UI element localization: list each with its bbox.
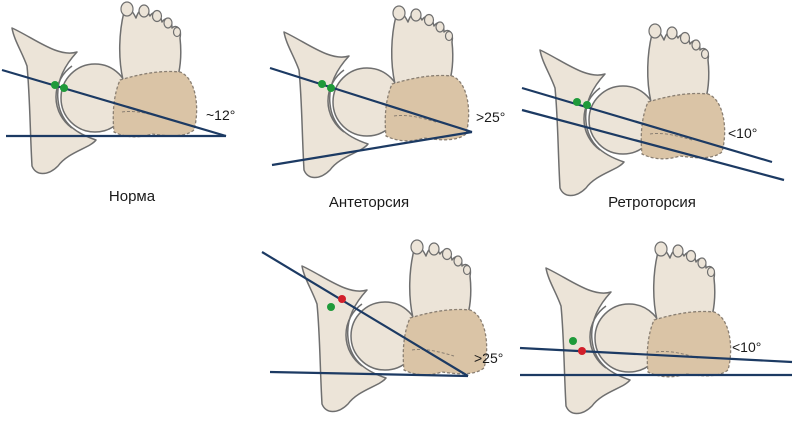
head-dot-1 — [51, 81, 59, 89]
hip-foot-illustration — [283, 5, 470, 179]
panel-caption: Норма — [109, 188, 156, 205]
femoral-neck-axis — [269, 66, 473, 134]
angle-label: <10° — [728, 125, 757, 141]
head-dot-2 — [327, 84, 335, 92]
head-dot-2 — [583, 101, 591, 109]
hip-foot-illustration — [11, 1, 198, 175]
panel-antetorsia: >25° Антеторсия — [269, 5, 505, 211]
panel-caption: Антеторсия — [329, 194, 409, 211]
panel-antetorsia-corrected: >25° — [261, 239, 503, 413]
hip-foot-illustration — [545, 241, 732, 415]
panel-norma: ~12° Норма — [1, 1, 235, 205]
knee-axis — [521, 108, 785, 182]
head-dot-2 — [60, 84, 68, 92]
angle-label: >25° — [474, 350, 503, 366]
head-dot-1 — [318, 80, 326, 88]
femoral-neck-axis — [261, 251, 469, 377]
knee-axis — [269, 370, 469, 378]
angle-label: ~12° — [206, 107, 235, 123]
hip-foot-illustration — [301, 239, 488, 413]
femoral-neck-axis — [521, 86, 773, 164]
head-dot-green — [327, 303, 335, 311]
head-dot-red — [338, 295, 346, 303]
head-dot-red — [578, 347, 586, 355]
knee-axis — [271, 130, 473, 167]
panel-retrotorsia: <10° Ретроторсия — [521, 23, 785, 211]
panel-retrotorsia-corrected: <10° — [519, 241, 793, 415]
femoral-neck-axis — [519, 346, 793, 364]
head-dot-green — [569, 337, 577, 345]
angle-label: >25° — [476, 109, 505, 125]
head-dot-1 — [573, 98, 581, 106]
femoral-neck-axis — [1, 68, 227, 138]
panel-caption: Ретроторсия — [608, 194, 696, 211]
angle-label: <10° — [732, 339, 761, 355]
hip-foot-illustration — [539, 23, 726, 197]
